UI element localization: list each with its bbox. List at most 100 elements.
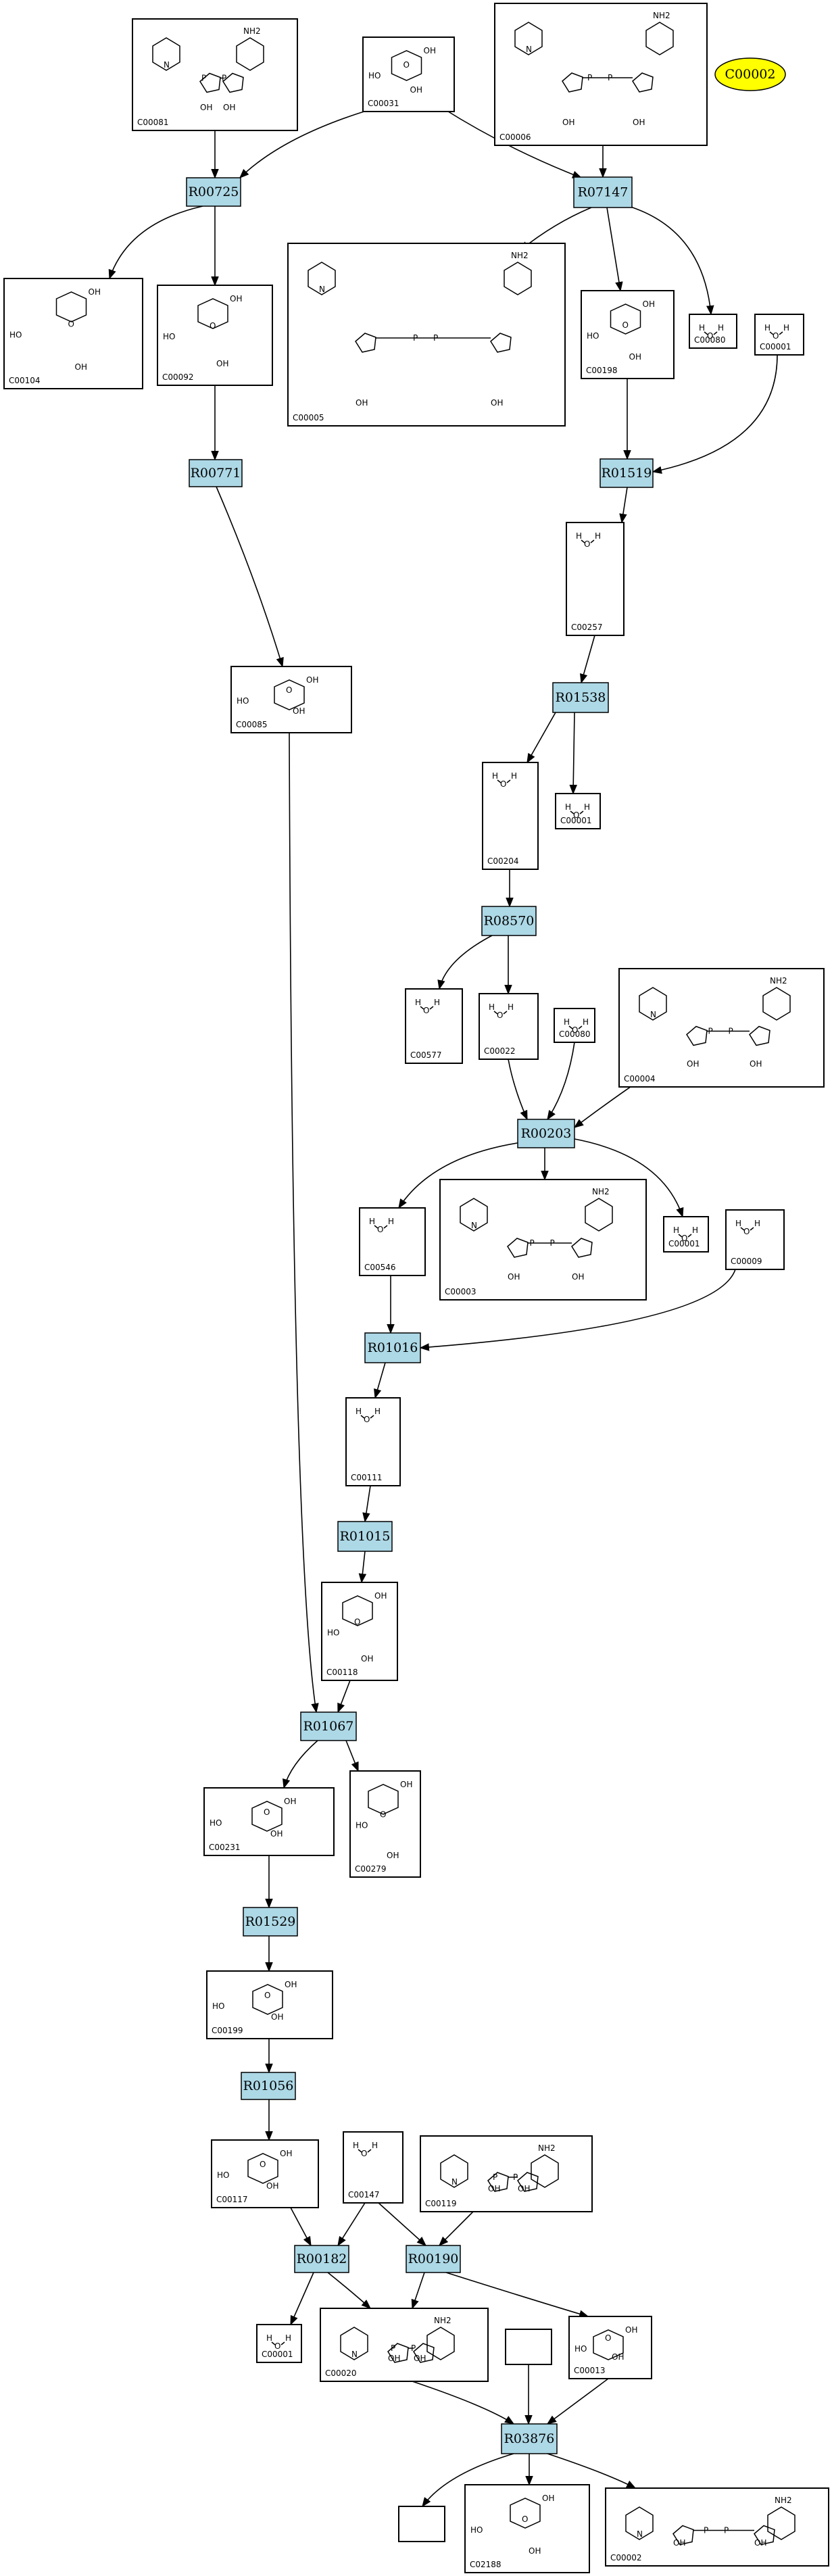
compound-node-blank2[interactable] [398, 2506, 445, 2542]
reaction-node-r00190[interactable]: R00190 [406, 2245, 461, 2273]
atom-label-p: P [222, 74, 226, 83]
compound-id-label: C00013 [574, 2366, 606, 2375]
reaction-node-r08570[interactable]: R08570 [481, 906, 537, 936]
atom-label-h: H [434, 998, 440, 1007]
reaction-box [186, 177, 241, 207]
reaction-node-r07147[interactable]: R07147 [573, 176, 633, 208]
reaction-node-r00725[interactable]: R00725 [186, 177, 241, 207]
reaction-node-r01067[interactable]: R01067 [300, 1711, 357, 1741]
reaction-node-r01538[interactable]: R01538 [552, 682, 609, 713]
edge-arrow-32 [289, 732, 319, 1714]
atom-label-oh: OH [508, 1272, 520, 1282]
edge-arrow-48 [412, 2381, 515, 2425]
atom-label-n: N [471, 1221, 477, 1230]
edge-arrow-15 [580, 635, 595, 684]
atom-label-o: O [354, 1618, 360, 1627]
atom-label-p: P [729, 1027, 733, 1036]
atom-label-oh: OH [293, 706, 305, 716]
reaction-node-r01016[interactable]: R01016 [364, 1332, 421, 1363]
atom-label-o: O [210, 321, 216, 331]
reaction-node-r01056[interactable]: R01056 [241, 2072, 296, 2100]
bond-lines [531, 2154, 559, 2188]
compound-box [505, 2329, 552, 2365]
atom-label-h: H [369, 1217, 375, 1226]
highlight-label: C00002 [725, 67, 776, 82]
compound-id-label: C00104 [9, 376, 41, 385]
atom-label-p: P [587, 73, 592, 82]
highlight-node-c00002[interactable]: C00002 [714, 57, 786, 91]
compound-box [287, 243, 566, 427]
atom-label-o: O [572, 1025, 578, 1035]
compound-box [554, 1008, 595, 1043]
reaction-node-r00771[interactable]: R00771 [189, 459, 243, 487]
atom-label-oh: OH [356, 398, 368, 408]
reaction-node-r01015[interactable]: R01015 [337, 1521, 393, 1552]
atom-label-h: H [673, 1225, 679, 1235]
atom-label-o: O [377, 1225, 383, 1234]
atom-label-o: O [264, 1807, 270, 1817]
bond-lines [754, 2525, 775, 2546]
reaction-id-label: R01067 [303, 1719, 354, 1734]
reaction-id-label: R01016 [368, 1340, 418, 1355]
compound-id-label: C02188 [470, 2560, 501, 2569]
reaction-node-r01529[interactable]: R01529 [243, 1907, 298, 1937]
reaction-id-label: R01056 [243, 2079, 294, 2093]
compound-id-label: C00085 [236, 720, 268, 729]
reaction-node-r00203[interactable]: R00203 [517, 1119, 575, 1148]
edge-arrow-43 [438, 2211, 474, 2247]
compound-id-label: C00198 [586, 366, 618, 375]
bond-lines [236, 37, 264, 71]
reaction-box [481, 906, 537, 936]
atom-label-o: O [707, 331, 713, 341]
compound-id-label: C00080 [694, 335, 726, 345]
bond-lines [197, 298, 228, 329]
atom-label-o: O [380, 1810, 386, 1820]
compound-node-blank1[interactable] [505, 2329, 552, 2365]
atom-label-h: H [692, 1225, 698, 1235]
atom-label-oh: OH [200, 103, 212, 112]
reaction-node-r00182[interactable]: R00182 [294, 2245, 349, 2273]
compound-id-label: C00020 [325, 2368, 357, 2378]
reaction-node-r01519[interactable]: R01519 [599, 458, 654, 488]
reaction-node-r03876[interactable]: R03876 [501, 2423, 558, 2454]
atom-label-oh: OH [629, 352, 641, 362]
edge-arrow-5 [108, 205, 203, 280]
compound-box [439, 1179, 647, 1301]
